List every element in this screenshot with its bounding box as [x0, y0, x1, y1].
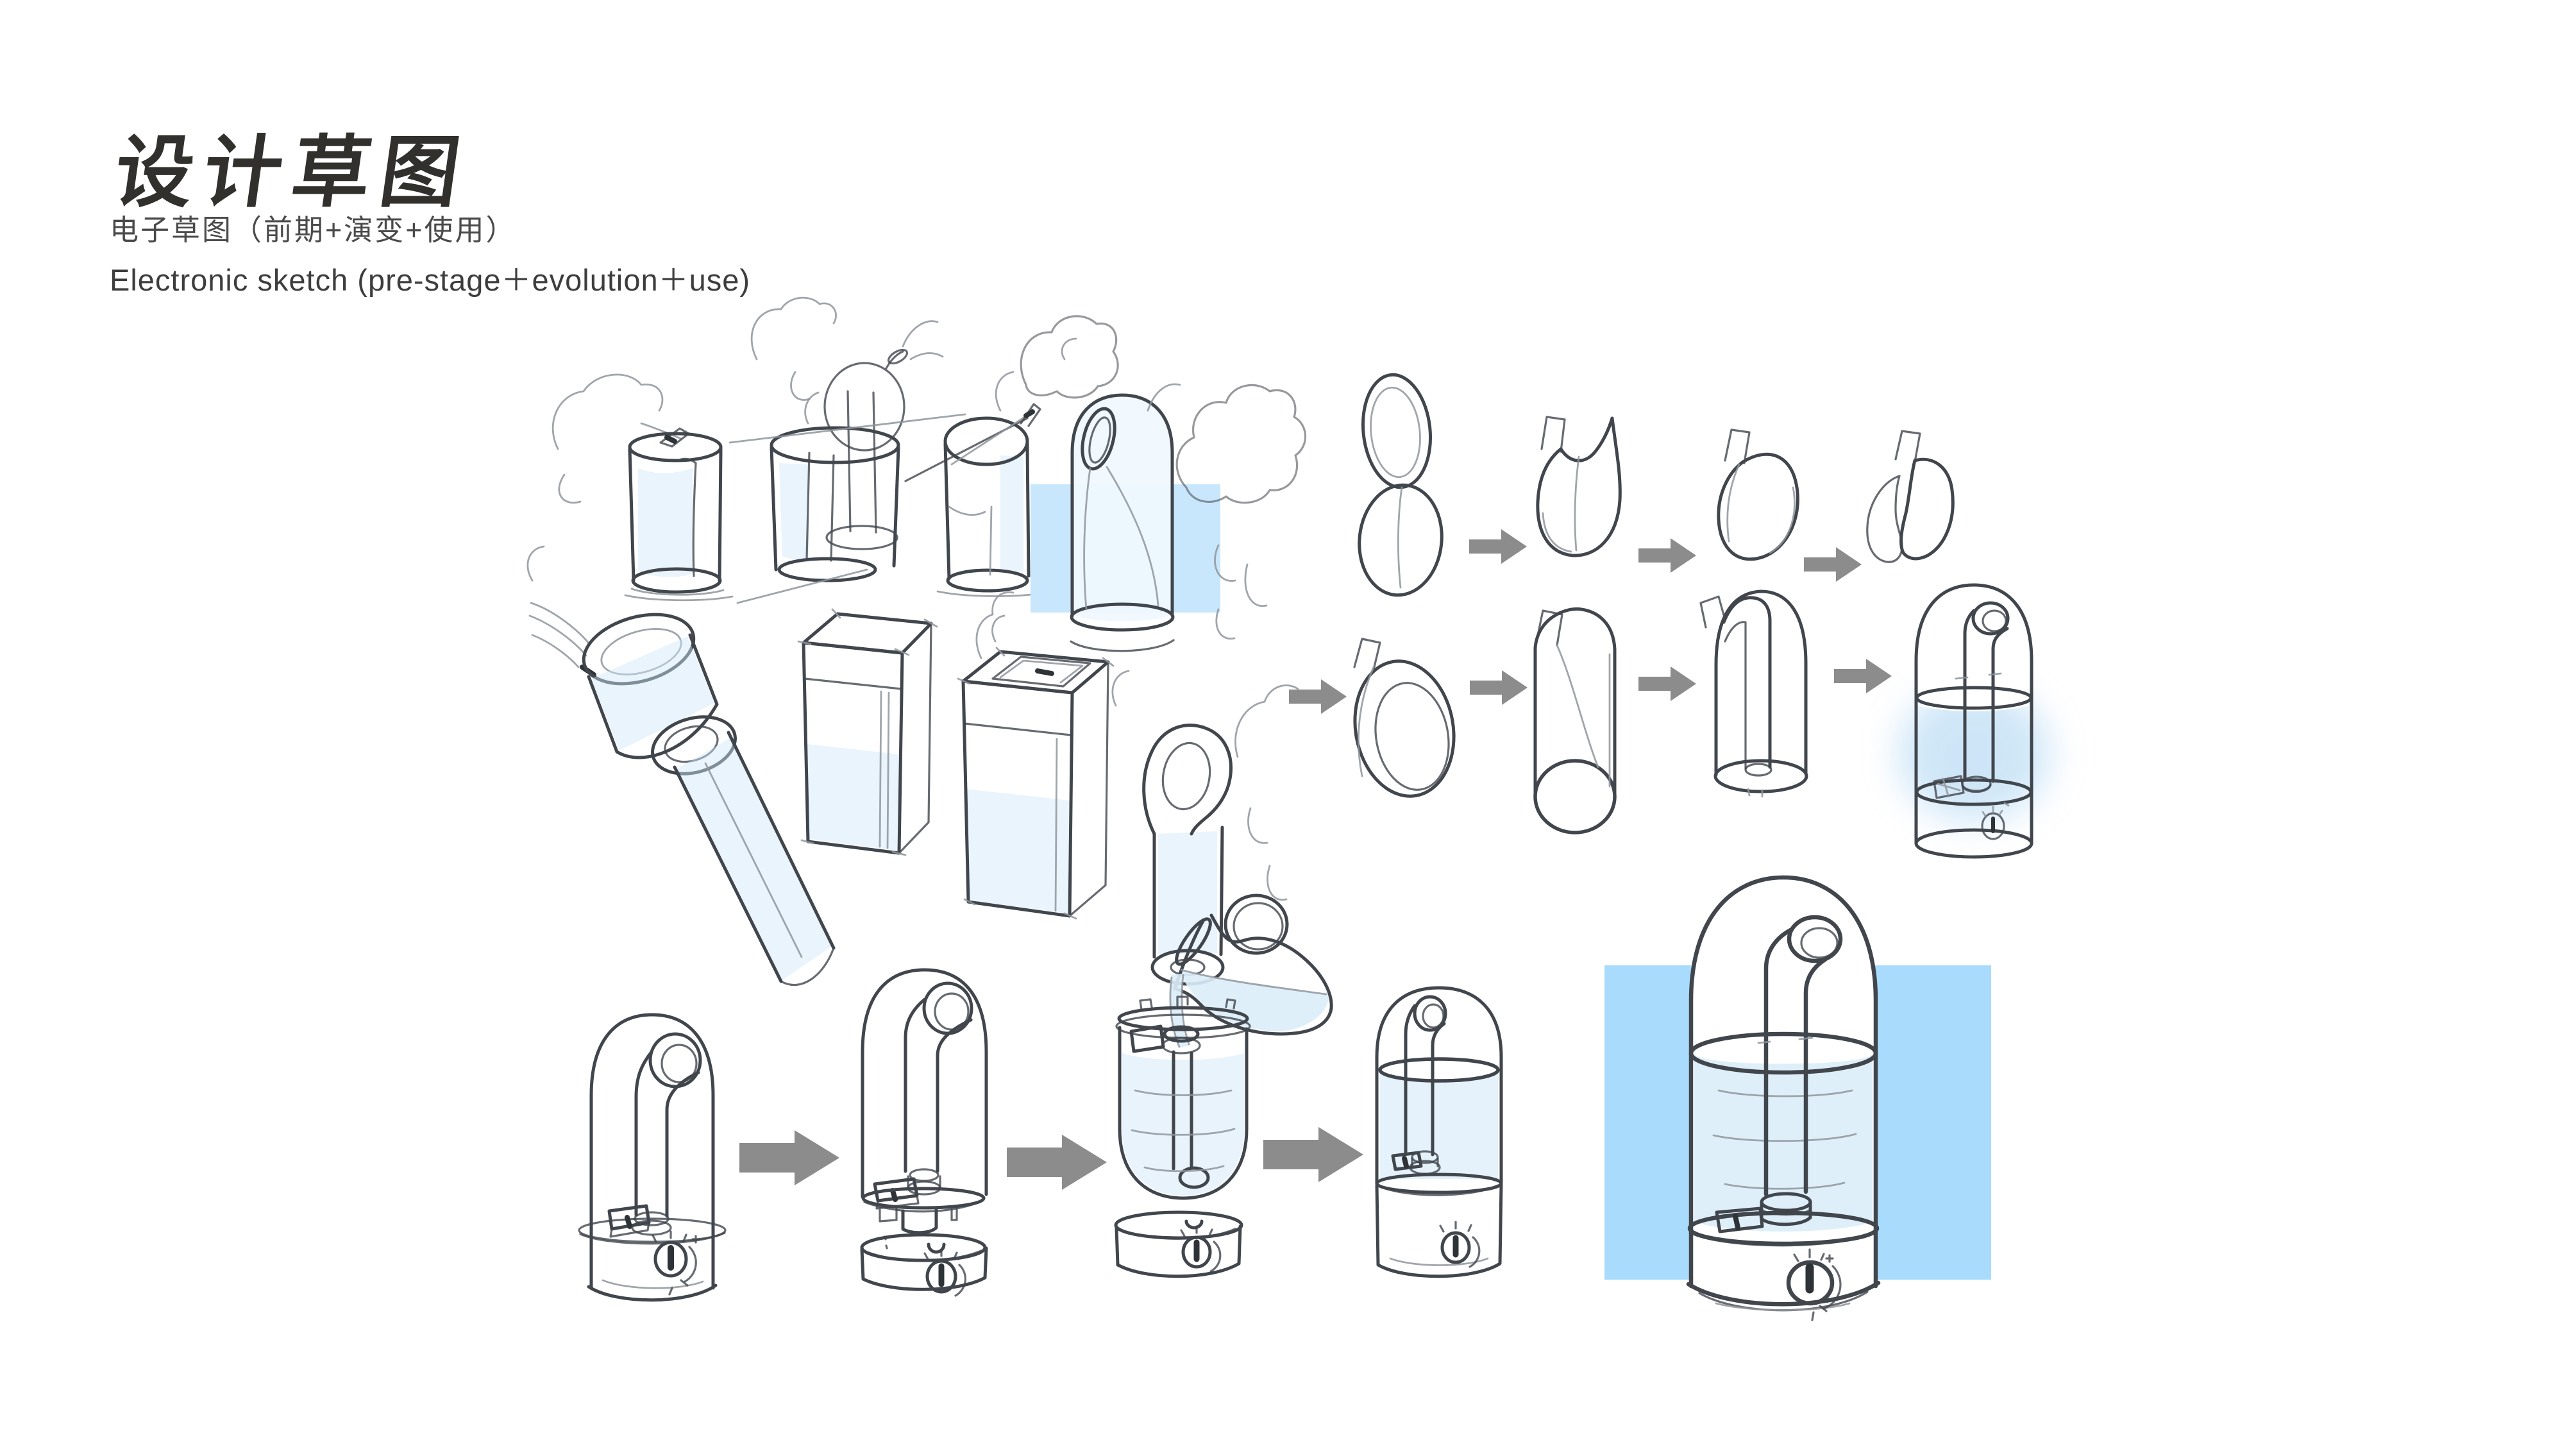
arrow-right-icon: [1470, 670, 1528, 705]
arrow-right-icon: [1007, 1135, 1107, 1190]
arrow-right-icon: [739, 1130, 839, 1185]
evolution-step-bean: [1866, 430, 1955, 563]
evolution-step-gourd: [1358, 373, 1444, 597]
box-sketch: [797, 608, 938, 856]
evolution-step-capsule-humidifier: [1898, 583, 2050, 859]
humidifier-assembled-sketch: [578, 1013, 727, 1302]
evolution-step-egg: [1717, 428, 1799, 561]
arrow-right-icon: [1469, 529, 1527, 564]
tilted-cylinder-sketch: [526, 545, 719, 759]
arrow-right-icon: [1263, 1127, 1363, 1182]
balloon-vessel-sketch: [728, 320, 966, 550]
page-header: 设计草图: [108, 109, 475, 223]
arrow-right-icon: [1638, 666, 1696, 701]
cylinder-tube-sketch: [736, 426, 900, 604]
arrow-right-icon: [1289, 679, 1347, 714]
cylinder-can-sketch: [624, 427, 734, 602]
evolution-step-shell-tube: [1533, 607, 1617, 834]
page-title: 设计草图: [109, 129, 476, 216]
open-top-box-sketch: [957, 591, 1115, 920]
final-product-humidifier-sketch: [1686, 875, 1881, 1336]
arrow-right-icon: [1638, 538, 1696, 573]
capsule-with-hole-sketch: [1070, 393, 1175, 652]
pouring-water-step-sketch: [1114, 894, 1333, 1278]
steam-cloud-icon: [995, 315, 1119, 412]
crossed-cylinder-sketch: [904, 403, 1052, 597]
subtitle-chinese: 电子草图（前期+演变+使用）: [110, 214, 517, 246]
subtitle-english: Electronic sketch (pre-stage＋evolution＋u…: [110, 263, 751, 297]
arrow-right-icon: [1834, 659, 1892, 693]
steam-cloud-icon: [750, 296, 837, 425]
evolution-step-dome-tube: [1699, 589, 1808, 798]
evolution-step-shell: [1353, 638, 1456, 798]
humidifier-filled-sketch: [1375, 986, 1503, 1278]
steam-cloud-icon: [1147, 383, 1307, 640]
steam-cloud-icon: [551, 373, 682, 504]
loop-tube-tilted-sketch: [651, 715, 836, 986]
humidifier-dome-lifted-sketch: [860, 968, 988, 1297]
evolution-step-vase: [1536, 416, 1622, 557]
arrow-right-icon: [1804, 547, 1862, 582]
page-subtitles: 电子草图（前期+演变+使用） Electronic sketch (pre-st…: [110, 216, 750, 300]
